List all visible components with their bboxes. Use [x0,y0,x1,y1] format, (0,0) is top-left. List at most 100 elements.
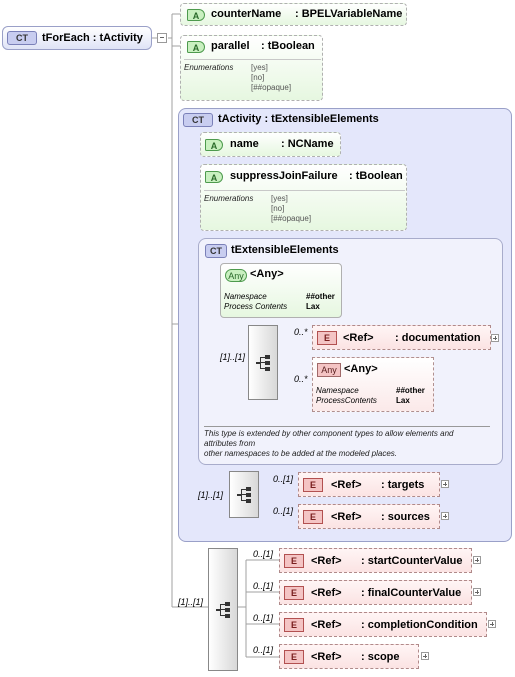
any-attribute-icon: Any [225,269,247,282]
complex-type-icon: CT [205,244,227,258]
element-scope[interactable]: E <Ref> : scope [279,644,419,669]
expand-icon[interactable] [491,334,499,342]
element-targets[interactable]: E <Ref> : targets [298,472,440,497]
sequence-multiplicity: [1]..[1] [198,490,224,500]
separator [204,426,490,427]
expand-icon[interactable] [421,652,429,660]
attribute-name-ncname[interactable]: A name : NCName [200,132,341,157]
element-icon: E [317,331,337,345]
any-title: <Any> [344,363,378,375]
element-icon: E [284,586,304,600]
complex-type-icon: CT [7,31,37,45]
element-finalCounterValue[interactable]: E <Ref> : finalCounterValue [279,580,472,605]
multiplicity: 0..[1] [253,613,274,623]
enum-value: [##opaque] [251,83,292,92]
sequence-compositor[interactable] [208,548,238,671]
element-ref: <Ref> [311,651,342,663]
expand-icon[interactable] [441,512,449,520]
namespace-label: Namespace [316,386,359,395]
element-name: : documentation [395,332,481,344]
complex-type-icon: CT [183,113,213,127]
multiplicity: 0..[1] [253,549,274,559]
note-line: This type is extended by other component… [204,429,454,438]
element-name: : sources [381,511,430,523]
attribute-name: counterName [211,8,282,20]
element-startCounterValue[interactable]: E <Ref> : startCounterValue [279,548,472,573]
process-contents-label: ProcessContents [316,396,377,405]
attribute-type: : NCName [281,138,334,150]
sequence-multiplicity: [1]..[1] [220,352,246,362]
element-ref: <Ref> [343,332,374,344]
group-title: tExtensibleElements [231,244,339,256]
attribute-icon: A [187,41,205,53]
any-attribute[interactable]: Any <Any> Namespace ##other Process Cont… [220,263,342,318]
multiplicity: 0..[1] [273,474,294,484]
sequence-icon [216,602,230,618]
element-icon: E [284,650,304,664]
tforeach-complex-type[interactable]: CT tForEach : tActivity [2,26,152,50]
element-ref: <Ref> [331,479,362,491]
expand-icon[interactable] [488,620,496,628]
group-title: tActivity : tExtensibleElements [218,113,379,125]
element-icon: E [303,510,323,524]
attribute-type: : tBoolean [349,170,403,182]
process-contents-label: Process Contents [224,302,288,311]
attribute-counterName[interactable]: A counterName : BPELVariableName [180,3,407,26]
attribute-icon: A [187,9,205,21]
element-ref: <Ref> [311,587,342,599]
attribute-type: : BPELVariableName [295,8,403,20]
sequence-multiplicity: [1]..[1] [178,597,204,607]
sequence-icon [256,355,270,371]
namespace-label: Namespace [224,292,267,301]
attribute-parallel[interactable]: A parallel : tBoolean Enumerations [yes]… [180,35,323,101]
element-name: : scope [361,651,400,663]
sequence-compositor[interactable] [248,325,278,400]
attribute-name: parallel [211,40,250,52]
enum-value: [##opaque] [271,214,312,223]
element-sources[interactable]: E <Ref> : sources [298,504,440,529]
expand-icon[interactable] [441,480,449,488]
expand-icon[interactable] [473,556,481,564]
expand-icon[interactable] [473,588,481,596]
element-name: : startCounterValue [361,555,463,567]
multiplicity: 0..* [294,374,308,384]
element-icon: E [284,618,304,632]
multiplicity: 0..[1] [273,506,294,516]
note-line: attributes from [204,439,256,448]
element-name: : completionCondition [361,619,478,631]
element-ref: <Ref> [311,619,342,631]
multiplicity: 0..* [294,327,308,337]
attribute-name: suppressJoinFailure [230,170,338,182]
enum-value: [no] [251,73,265,82]
sequence-icon [237,487,251,503]
any-element-icon: Any [317,363,341,377]
any-element[interactable]: Any <Any> Namespace ##other ProcessConte… [312,357,434,412]
element-name: : finalCounterValue [361,587,462,599]
process-contents-value: Lax [396,396,410,405]
separator [184,59,321,60]
attribute-type: : tBoolean [261,40,315,52]
enum-value: [no] [271,204,285,213]
enumerations-label: Enumerations [204,194,254,203]
root-title: tForEach : tActivity [42,32,143,44]
element-icon: E [303,478,323,492]
multiplicity: 0..[1] [253,645,274,655]
sequence-compositor[interactable] [229,471,259,518]
separator [204,190,405,191]
process-contents-value: Lax [306,302,320,311]
attribute-name: name [230,138,259,150]
any-title: <Any> [250,268,284,280]
enum-value: [yes] [271,194,288,203]
multiplicity: 0..[1] [253,581,274,591]
element-ref: <Ref> [331,511,362,523]
element-documentation[interactable]: E <Ref> : documentation [312,325,491,350]
element-icon: E [284,554,304,568]
attribute-icon: A [205,171,223,183]
element-ref: <Ref> [311,555,342,567]
collapse-icon[interactable] [157,33,167,43]
element-completionCondition[interactable]: E <Ref> : completionCondition [279,612,487,637]
enum-value: [yes] [251,63,268,72]
enumerations-label: Enumerations [184,63,234,72]
attribute-suppressJoinFailure[interactable]: A suppressJoinFailure : tBoolean Enumera… [200,164,407,231]
attribute-icon: A [205,139,223,151]
